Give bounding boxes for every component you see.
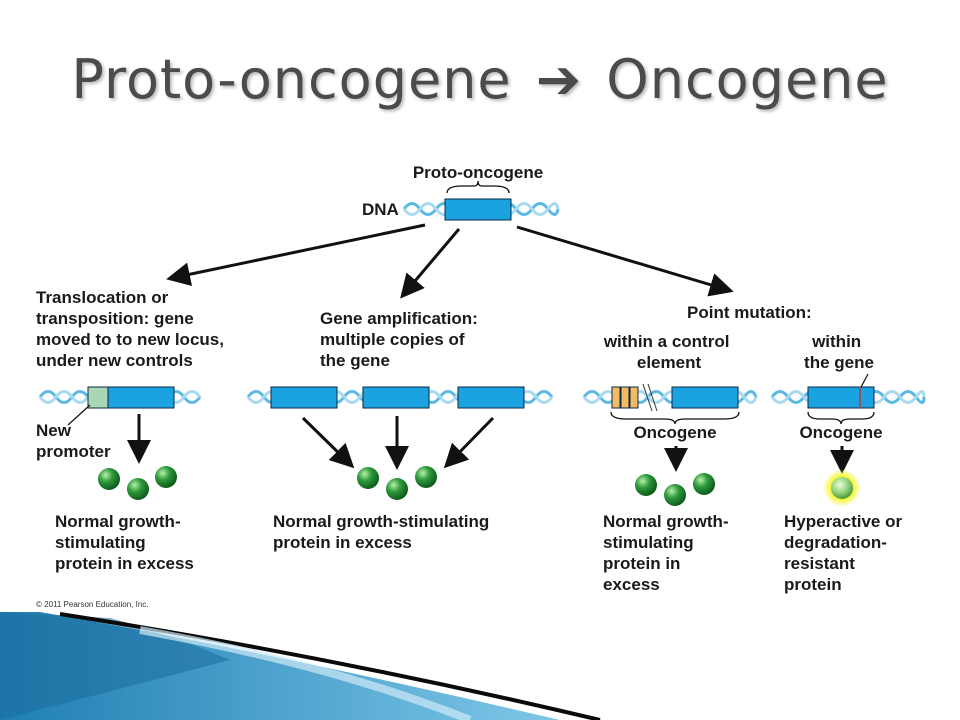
proto-oncogene-brace [446,180,510,194]
gene-copy-box [362,386,430,409]
top-dna: Proto-oncogene DNA [362,163,560,221]
arrow-to-proteins [301,416,355,469]
protein-icon [693,473,715,495]
corner-swoosh-light [139,626,472,720]
oncogene-brace [610,411,740,425]
translocation-heading: Translocation or transposition: gene mov… [36,288,229,370]
promoter-pointer [67,404,91,426]
dna-label: DNA [362,200,399,219]
translocation-result: Normal growth- stimulating protein in ex… [55,512,194,573]
mutation-mark [647,383,658,412]
new-promoter-label: New promoter [36,421,111,461]
oncogene-label: Oncogene [799,423,882,442]
title-left: Proto-oncogene [71,48,512,111]
amplification-panel: Gene amplification: multiple copies of t… [246,309,554,552]
arrow-to-amplification [400,228,461,299]
point-mutation-heading: Point mutation: [687,303,812,322]
protein-icon [664,484,686,506]
slide-title: Proto-oncogene ➔ Oncogene [0,48,960,111]
oncogene-brace [807,411,875,425]
within-gene-result: Hyperactive or degradation- resistant pr… [784,512,907,594]
amplification-heading: Gene amplification: multiple copies of t… [320,309,482,370]
hyperactive-protein-icon [831,477,853,499]
gene-copy-box [457,386,525,409]
amplification-result: Normal growth-stimulating protein in exc… [273,512,494,552]
within-gene-heading: within the gene [804,332,874,372]
arrow-to-proteins [443,416,495,469]
control-element-heading: within a control element [603,332,734,372]
proto-oncogene-label: Proto-oncogene [413,163,543,182]
mutated-control-element [620,386,630,409]
mutated-control-element [611,386,621,409]
oncogene-box [807,386,875,409]
gene-copy-box [270,386,338,409]
mutated-control-element [629,386,639,409]
arrow-to-point-mutation [516,225,734,297]
corner-decoration [0,612,601,720]
translocation-panel: Translocation or transposition: gene mov… [36,288,229,573]
oncogene-box [671,386,739,409]
copyright-notice: © 2011 Pearson Education, Inc. [36,600,148,609]
title-right: Oncogene [606,48,889,111]
protein-icon [127,478,149,500]
protein-icon [98,468,120,490]
protein-icon [155,466,177,488]
protein-icon [635,474,657,496]
mutation-mark [642,383,653,412]
gene-box [107,386,175,409]
protein-icon [357,467,379,489]
arrow-to-translocation [166,223,426,287]
proto-oncogene-box [444,198,512,221]
new-promoter-box [87,386,109,409]
protein-icon [415,466,437,488]
corner-swoosh-line [59,612,601,720]
right-arrow-icon: ➔ [535,48,583,111]
point-mutation-panel: Point mutation: within a control element… [582,303,926,594]
protein-icon [386,478,408,500]
control-element-result: Normal growth- stimulating protein in ex… [603,512,733,594]
oncogene-label: Oncogene [633,423,716,442]
